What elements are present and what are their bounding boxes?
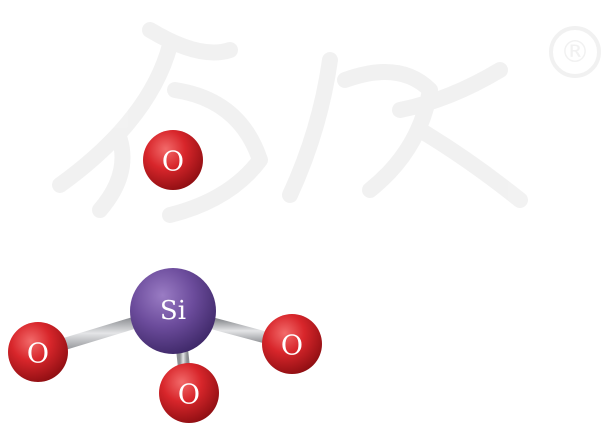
atom-oxygen-bottom-label: O: [178, 380, 200, 411]
atom-oxygen-top: O: [143, 130, 203, 190]
atom-oxygen-left: O: [8, 322, 68, 382]
watermark-registered-circle: [549, 26, 601, 78]
watermark-calligraphy-left: [52, 22, 268, 223]
atom-oxygen-left-label: O: [27, 339, 49, 370]
atom-silicon-label: Si: [160, 296, 186, 326]
atom-oxygen-right: O: [262, 314, 322, 374]
atom-oxygen-right-label: O: [281, 331, 303, 362]
atom-oxygen-bottom: O: [159, 363, 219, 423]
watermark-registered-mark: ®: [560, 35, 590, 70]
watermark: ®: [52, 22, 601, 223]
watermark-calligraphy-right: [282, 52, 528, 208]
atom-silicon-center: Si: [130, 268, 216, 354]
atom-oxygen-top-label: O: [162, 147, 184, 178]
